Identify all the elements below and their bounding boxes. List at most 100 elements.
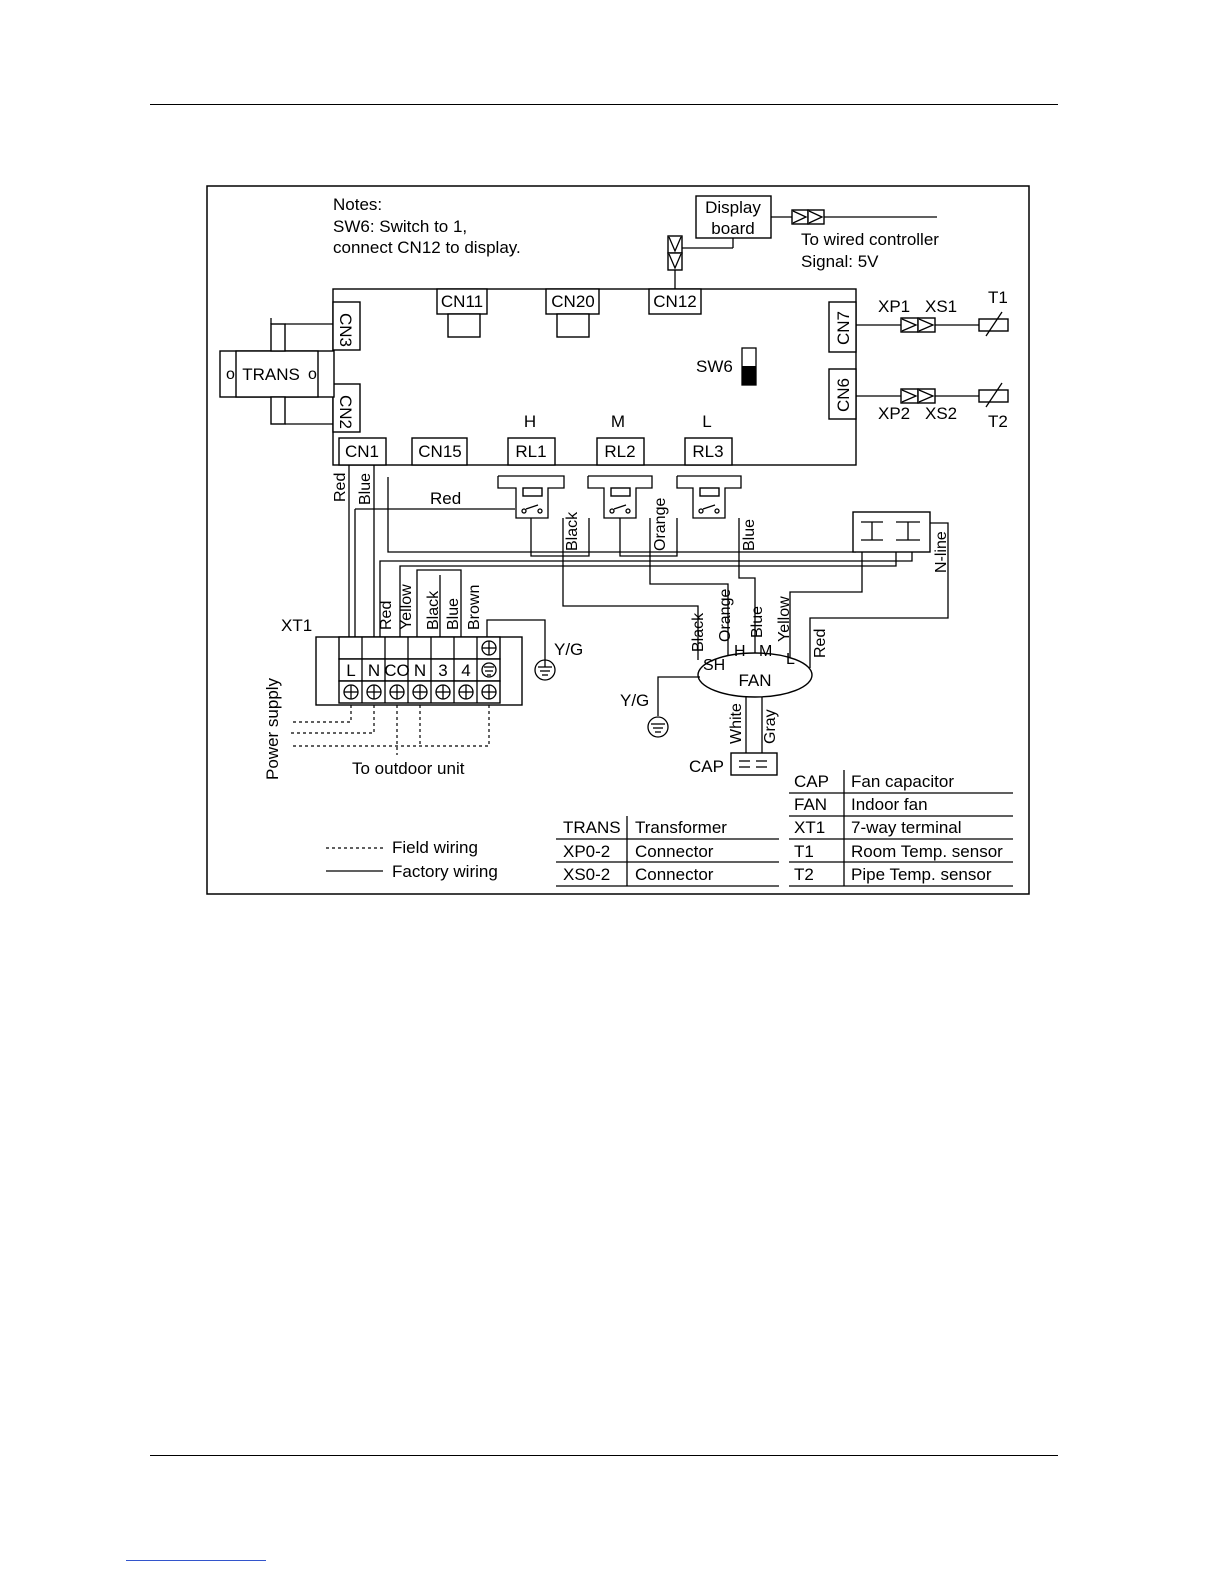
wire-blue-terminal: Blue: [445, 598, 462, 630]
fan-l-label: L: [786, 651, 795, 668]
rl3-label: RL3: [692, 442, 723, 461]
diagram-frame: [206, 185, 1030, 895]
wire-black-fan: Black: [690, 612, 707, 652]
fan-motor: [697, 652, 813, 698]
xp1-label: XP1: [878, 297, 910, 316]
wired-controller-signal: Signal: 5V: [801, 252, 879, 271]
wire-blue-rl3: Blue: [741, 519, 758, 551]
rl2-label: RL2: [604, 442, 635, 461]
speed-high-label: H: [524, 412, 536, 431]
wire-yellow-fan: Yellow: [776, 596, 793, 642]
table-right-code-2: XT1: [794, 818, 825, 837]
wire-red-fan: Red: [812, 629, 829, 658]
connector-cn20: [545, 288, 600, 315]
relay-rl2: [596, 437, 645, 466]
xs1-label: XS1: [925, 297, 957, 316]
header-rule: [150, 104, 1058, 105]
table-right-desc-2: 7-way terminal: [851, 818, 962, 837]
table-left-desc-0: Transformer: [635, 818, 727, 837]
sensor-t1-connector: [856, 311, 1009, 337]
terminal-block-xt1: [315, 636, 523, 706]
display-link-connector: [667, 235, 734, 289]
wire-red-relay: Red: [430, 489, 461, 508]
wire-black-terminal: Black: [425, 590, 442, 630]
display-board-label-1: Display: [705, 198, 761, 217]
table-right-code-1: FAN: [794, 795, 827, 814]
terminal-label-co: CO: [384, 661, 410, 680]
cn12-label: CN12: [653, 292, 696, 311]
connector-cn15: [411, 437, 468, 466]
cn1-label: CN1: [345, 442, 379, 461]
terminal-label-n: N: [368, 661, 380, 680]
wire-blue-fan: Blue: [749, 606, 766, 638]
terminal-ground-icon: [534, 658, 556, 681]
wire-gray-cap: Gray: [762, 709, 779, 744]
fan-ground-wire: [657, 676, 700, 716]
wire-brown-terminal: Brown: [466, 585, 483, 630]
relay-rl3: [684, 437, 733, 466]
fan-capacitor: [730, 752, 778, 776]
notes-line-2: connect CN12 to display.: [333, 238, 521, 257]
xt1-label: XT1: [281, 616, 312, 635]
table-left-desc-1: Connector: [635, 842, 714, 861]
cn11-socket: [447, 313, 481, 338]
fan-capacitor-plates: [739, 760, 767, 768]
xp2-label: XP2: [878, 404, 910, 423]
table-right: [789, 770, 1013, 887]
relay-contacts: [497, 475, 742, 519]
svg-text:o: o: [308, 366, 317, 383]
control-board: [332, 288, 857, 466]
cn20-socket: [556, 313, 590, 338]
fan-h-label: H: [734, 643, 746, 660]
t2-label: T2: [988, 412, 1008, 431]
sensor-t2-connector: [856, 382, 1009, 408]
table-right-desc-0: Fan capacitor: [851, 772, 954, 791]
terminal-label-3: 3: [438, 661, 447, 680]
display-board-label-2: board: [711, 219, 754, 238]
sw6-switch-lever: [742, 366, 756, 385]
power-supply-label: Power supply: [263, 677, 282, 780]
connector-cn12: [648, 288, 702, 315]
connector-cn3: [332, 301, 361, 351]
cn15-label: CN15: [418, 442, 461, 461]
xs2-label: XS2: [925, 404, 957, 423]
rl1-label: RL1: [515, 442, 546, 461]
cn20-label: CN20: [551, 292, 594, 311]
table-left: [556, 816, 779, 887]
wire-yellow-terminal: Yellow: [398, 584, 415, 630]
fan-ground-label: Y/G: [620, 691, 649, 710]
connector-cn7: [828, 301, 857, 353]
table-right-code-0: CAP: [794, 772, 829, 791]
wire-white-cap: White: [728, 703, 745, 744]
connector-cn1: [338, 437, 387, 466]
table-right-code-4: T2: [794, 865, 814, 884]
notes-title: Notes:: [333, 195, 382, 214]
cn6-label: CN6: [834, 378, 853, 412]
cap-label: CAP: [689, 757, 724, 776]
terminal-label-l: L: [346, 661, 355, 680]
terminal-screws: [343, 640, 497, 700]
speed-medium-label: M: [611, 412, 625, 431]
table-left-desc-2: Connector: [635, 865, 714, 884]
wire-black-rl1: Black: [564, 511, 581, 551]
wire-red-terminal: Red: [378, 601, 395, 630]
wired-controller-label: To wired controller: [801, 230, 939, 249]
table-left-code-2: XS0-2: [563, 865, 610, 884]
wire-blue-cn1: Blue: [357, 473, 374, 505]
cn3-label: CN3: [336, 313, 355, 347]
sw6-label: SW6: [696, 357, 733, 376]
wire-orange-fan: Orange: [717, 589, 734, 642]
wired-controller-connector: [771, 209, 937, 225]
outdoor-unit-label: To outdoor unit: [352, 759, 465, 778]
wire-red-cn1: Red: [332, 473, 349, 502]
terminal-label-4: 4: [461, 661, 470, 680]
cn11-label: CN11: [441, 292, 483, 311]
factory-wiring: [348, 465, 949, 668]
connector-cn2: [332, 383, 361, 433]
terminal-ground-label: Y/G: [554, 640, 583, 659]
table-right-desc-1: Indoor fan: [851, 795, 928, 814]
t1-label: T1: [988, 288, 1008, 307]
table-left-code-1: XP0-2: [563, 842, 610, 861]
speed-low-label: L: [702, 412, 711, 431]
